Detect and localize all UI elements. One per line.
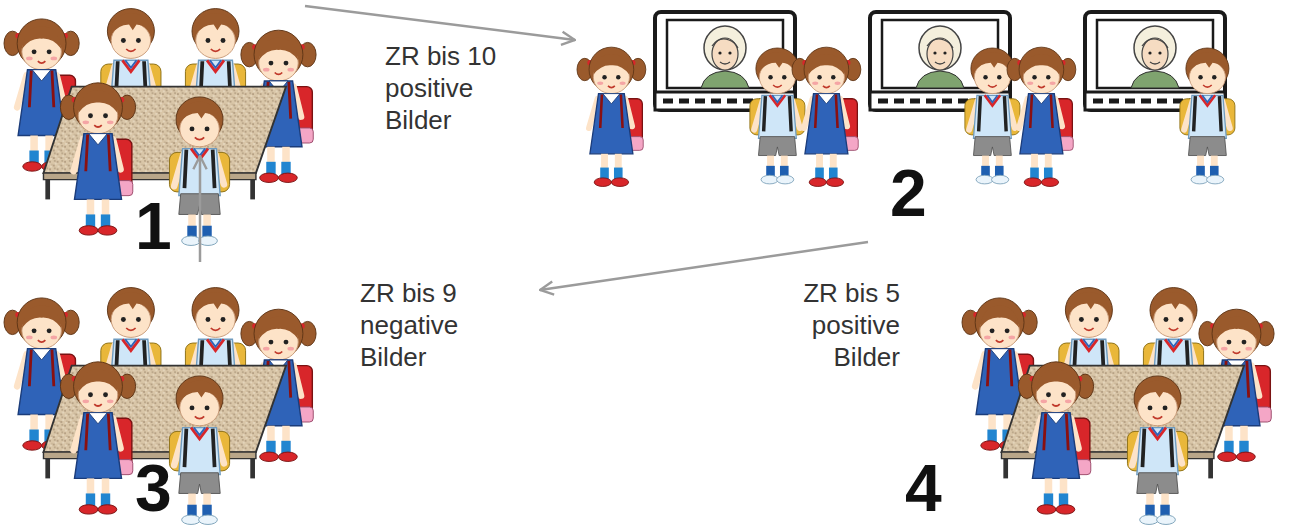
step-group: 2 [575, 6, 1290, 242]
step-number: 3 [135, 455, 172, 521]
condition-label: ZR bis 9 negative Bilder [360, 277, 492, 373]
girl-figure [577, 47, 646, 186]
condition-label: ZR bis 5 positive Bilder [768, 277, 900, 373]
flow-arrow [199, 156, 202, 262]
step-group: 3 ZR bis 9 negative Bilder [0, 262, 540, 525]
step-number: 1 [135, 193, 172, 259]
step-group: 1ZR bis 10 positive Bilder [0, 6, 521, 156]
table-group [4, 288, 316, 525]
step-number: 2 [890, 160, 927, 226]
step-group: 4 ZR bis 5 positive Bilder [760, 262, 1290, 525]
girl-figure [1007, 47, 1076, 186]
girl-figure [792, 47, 861, 186]
table-group [962, 288, 1274, 525]
boy-figure [1180, 48, 1235, 184]
flow-arrow [305, 6, 575, 40]
condition-label: ZR bis 10 positive Bilder [385, 40, 517, 136]
step-number: 4 [905, 455, 942, 521]
